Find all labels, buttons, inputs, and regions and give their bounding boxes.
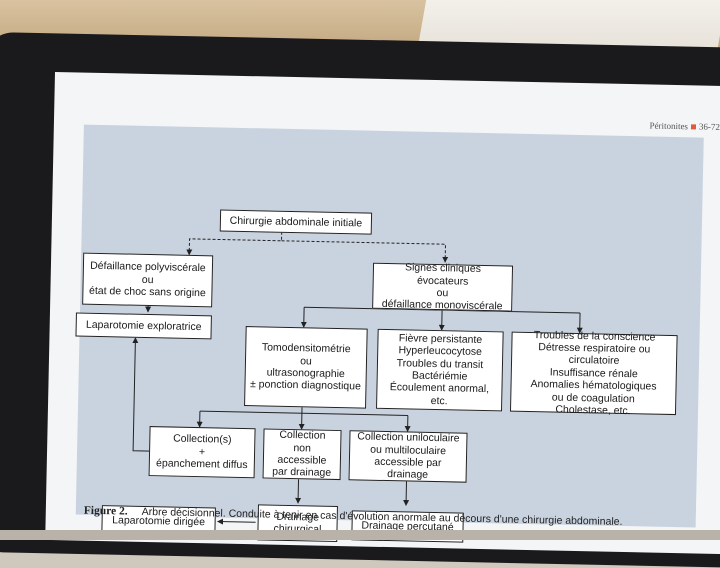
running-title: Péritonites bbox=[649, 120, 689, 132]
tablet-screen: Péritonites 36-72 bbox=[45, 72, 720, 555]
bottom-surface bbox=[0, 530, 720, 540]
decision-tree-panel: Chirurgie abdominale initiale Défaillanc… bbox=[75, 124, 704, 543]
box-defaillance-polyviscerale: Défaillance polyviscérale ou état de cho… bbox=[82, 252, 214, 308]
box-collection-non-accessible: Collection non accessible par drainage bbox=[262, 428, 342, 481]
page-ref: 36-72 bbox=[698, 121, 720, 132]
box-tomodensitometrie: Tomodensitométrie ou ultrasonographie ± … bbox=[244, 326, 368, 409]
box-collections-epanchement: Collection(s) + épanchement diffus bbox=[148, 426, 256, 479]
box-fievre-persistante: Fièvre persistante Hyperleucocytose Trou… bbox=[376, 328, 504, 412]
box-collection-accessible: Collection uniloculaire ou multiloculair… bbox=[348, 430, 468, 483]
figure-label: Figure 2. bbox=[83, 504, 128, 518]
box-troubles-conscience: Troubles de la conscience Détresse respi… bbox=[509, 329, 678, 417]
box-signes-cliniques: Signes cliniques évocateurs ou défaillan… bbox=[372, 262, 514, 313]
page-header: Péritonites 36-72 bbox=[649, 120, 720, 131]
box-laparotomie-exploratrice: Laparotomie exploratrice bbox=[75, 312, 212, 340]
header-square-icon bbox=[690, 124, 697, 130]
box-chirurgie-initiale: Chirurgie abdominale initiale bbox=[219, 209, 373, 235]
